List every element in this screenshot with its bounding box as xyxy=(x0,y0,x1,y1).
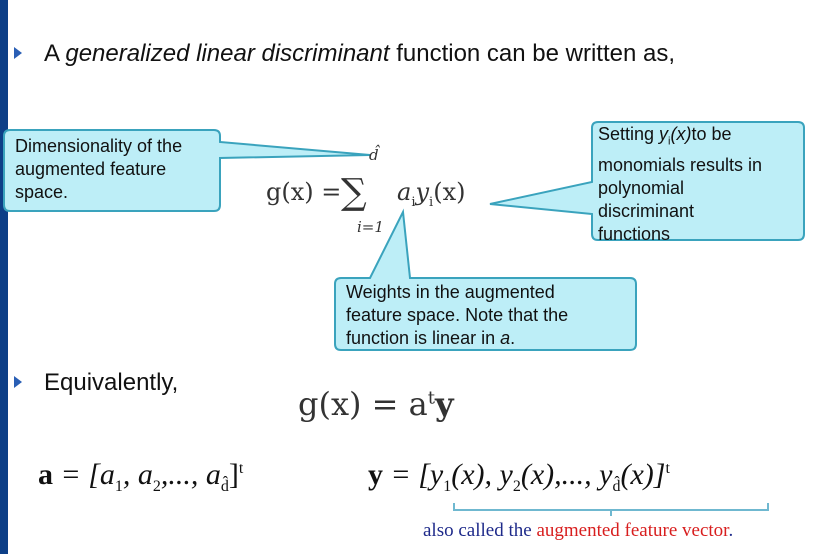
setting-line1-a: Setting xyxy=(598,124,660,144)
vector-a-m2: ,..., a xyxy=(160,458,221,491)
callout-setting-line1: Setting yi(x)to be xyxy=(598,123,762,154)
callout-weights-line3: function is linear in a. xyxy=(346,327,568,350)
bullet-2-text: Equivalently, xyxy=(44,369,179,396)
augmented-feature-note: also called the augmented feature vector… xyxy=(423,520,733,542)
callout-dimensionality-shape xyxy=(3,129,371,212)
formula-1-term-a-sub: i xyxy=(411,194,416,210)
callout-weights: Weights in the augmented feature space. … xyxy=(346,281,568,350)
vector-y: y = [y1(x), y2(x),..., yd̂(x)]t xyxy=(368,458,670,496)
callout-dimensionality-line2: augmented feature xyxy=(15,159,167,179)
bullet-arrow-icon xyxy=(14,47,22,59)
formula-1-upper-limit: d̂ xyxy=(369,146,379,164)
weights-line3-b: . xyxy=(510,328,516,348)
note-suffix: . xyxy=(728,520,734,541)
callout-setting-line3: polynomial xyxy=(598,177,685,198)
formula-1-term: aiyi(x) xyxy=(397,178,465,210)
vector-y-end: (x)] xyxy=(620,458,666,491)
callout-dimensionality: Dimensionality of the augmented feature … xyxy=(15,135,182,204)
vector-y-sub3: d̂ xyxy=(612,478,621,495)
callout-setting-line2: monomials results in xyxy=(598,154,763,175)
callout-weights-line2: feature space. Note that the xyxy=(346,305,569,325)
formula-1-term-a: a xyxy=(397,178,412,206)
bullet-1-prefix: A xyxy=(44,40,66,67)
weights-line3-a: function is linear in xyxy=(346,328,501,348)
vector-y-name: y xyxy=(368,458,383,491)
setting-line1-c: to be xyxy=(691,124,732,144)
formula-2: g(x) = aty xyxy=(298,385,454,423)
vector-a-sup: t xyxy=(238,460,244,477)
vector-a-name: a xyxy=(38,458,53,491)
callout-dimensionality-line3: space. xyxy=(15,182,69,202)
setting-line1-b: (x) xyxy=(670,124,692,144)
callout-weights-shape xyxy=(334,208,637,351)
note-highlight: augmented feature vector xyxy=(536,520,729,541)
vector-a-eq: = [a xyxy=(60,458,115,491)
formula-1-sum: ∑ xyxy=(341,172,367,213)
weights-line3-var: a xyxy=(500,328,511,348)
bullet-1-suffix: function can be written as, xyxy=(389,40,676,67)
callout-weights-line1: Weights in the augmented xyxy=(346,282,555,302)
bullet-1-emphasis: generalized linear discriminant xyxy=(65,40,390,67)
vector-a-sub3: d̂ xyxy=(220,478,229,495)
formula-1-lower-limit: i=1 xyxy=(357,218,384,236)
vector-y-eq: = [y xyxy=(390,458,444,491)
bullet-arrow-icon xyxy=(14,376,22,388)
left-accent-bar xyxy=(0,0,8,554)
formula-2-lhs: g(x) = a xyxy=(298,385,428,423)
vector-y-m1: (x), y xyxy=(451,458,513,491)
callout-setting-line5: functions xyxy=(598,223,671,244)
vector-y-m2: (x),..., y xyxy=(520,458,613,491)
formula-2-rhs: y xyxy=(434,385,454,423)
vector-y-sub2: 2 xyxy=(512,478,521,495)
vector-a: a = [a1, a2,..., ad̂]t xyxy=(38,458,243,496)
setting-line1-sub: i xyxy=(668,135,671,148)
setting-line1-var: y xyxy=(659,124,669,144)
vector-a-end: ] xyxy=(228,458,239,491)
callout-setting: Setting yi(x)to be monomials results in … xyxy=(598,123,762,246)
vector-y-sup: t xyxy=(665,460,670,477)
formula-1-lhs: g(x) = xyxy=(266,178,342,206)
formula-1-term-y-sub: i xyxy=(429,194,434,210)
y-vector-bracket xyxy=(453,503,769,516)
bullet-1-text: A generalized linear discriminant functi… xyxy=(44,40,675,68)
note-prefix: also called the xyxy=(423,520,537,541)
callout-dimensionality-line1: Dimensionality of the xyxy=(15,136,183,156)
vector-a-m1: , a xyxy=(122,458,153,491)
vector-a-sub1: 1 xyxy=(114,478,123,495)
vector-a-sub2: 2 xyxy=(152,478,161,495)
formula-2-sup: t xyxy=(427,387,435,409)
vector-y-sub1: 1 xyxy=(443,478,452,495)
formula-1-term-x: (x) xyxy=(433,178,466,206)
formula-1-term-y: y xyxy=(415,178,430,206)
callout-setting-line4: discriminant xyxy=(598,200,695,221)
callout-setting-shape xyxy=(489,121,805,241)
